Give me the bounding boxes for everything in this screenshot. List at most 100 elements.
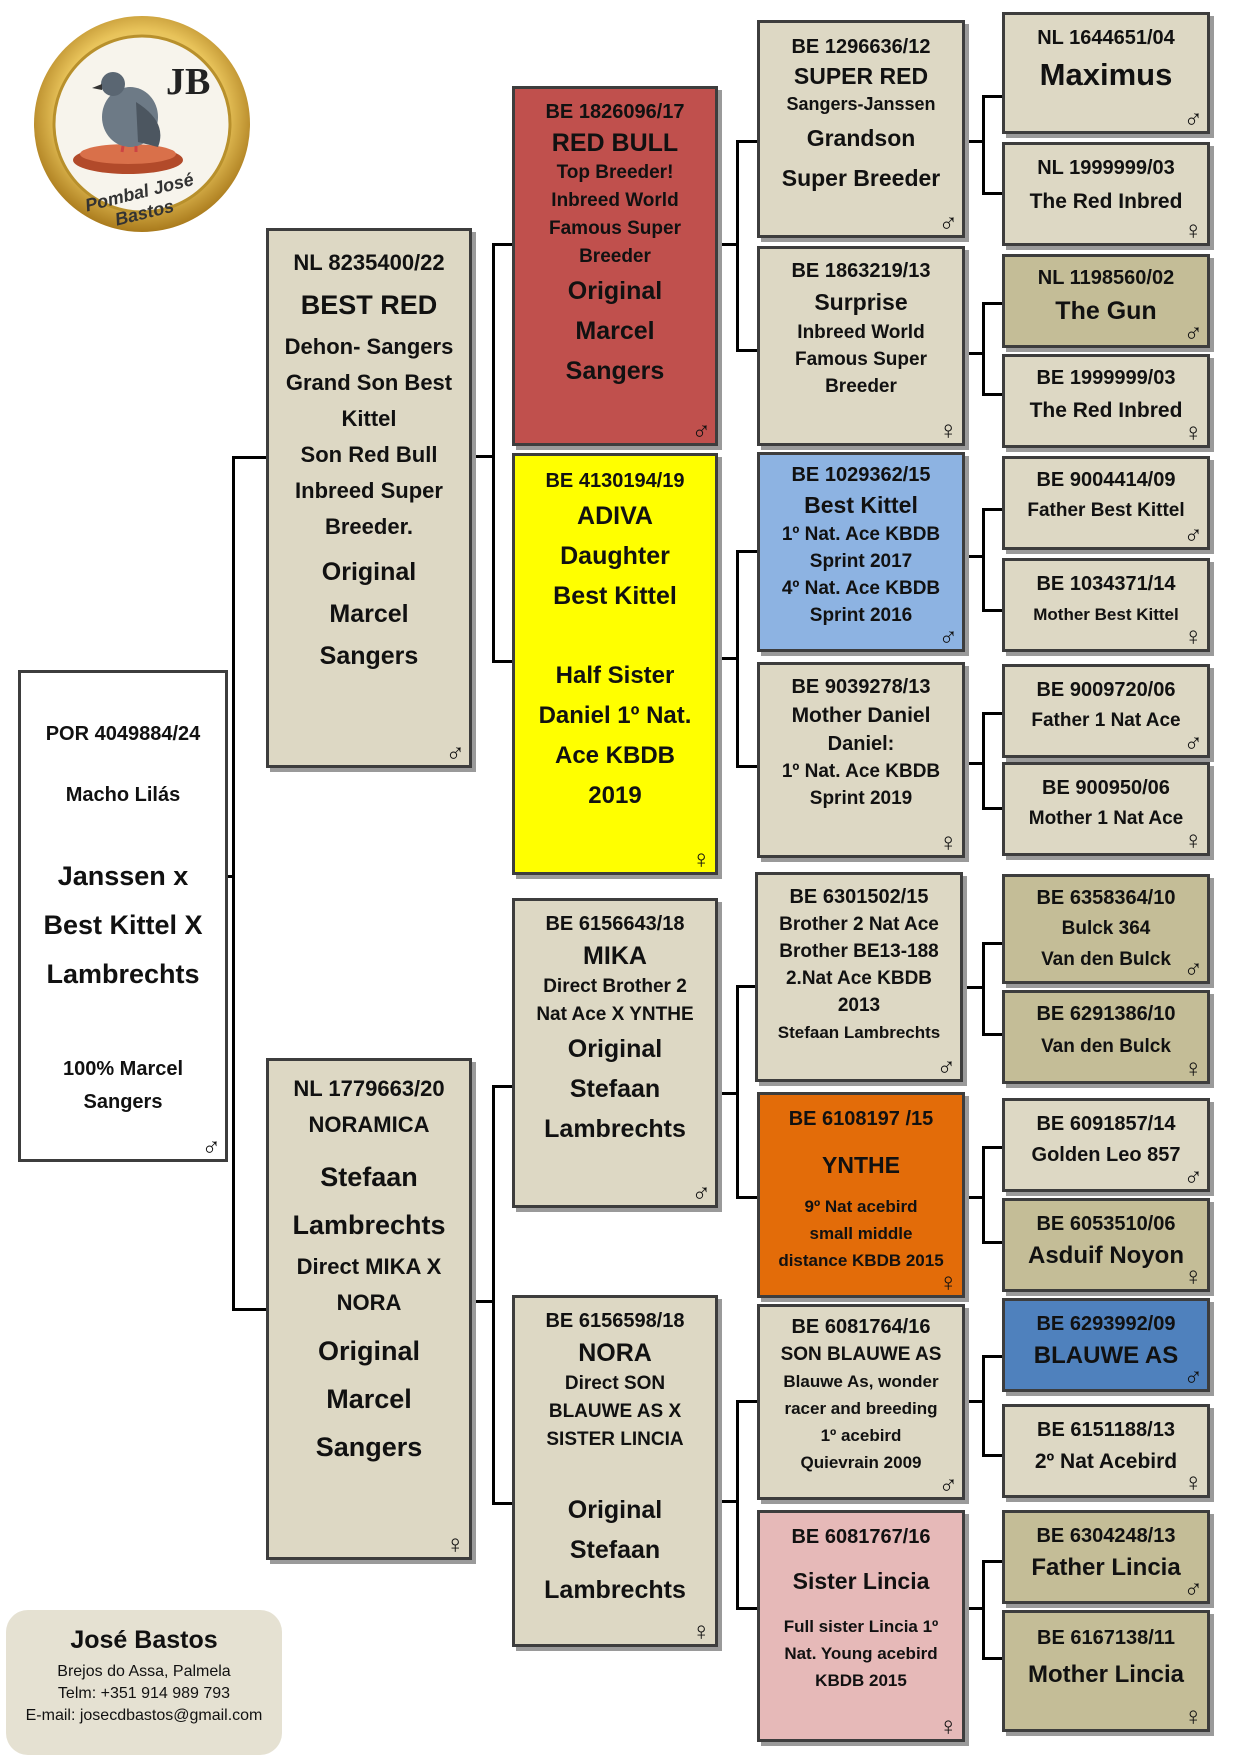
ggp-line: 1º Nat. Ace KBDB bbox=[781, 524, 941, 545]
ggp-card[interactable]: BE 9039278/13 Mother Daniel Daniel: 1º N… bbox=[757, 662, 965, 858]
ggp-line: Breeder bbox=[825, 376, 897, 397]
ggp-name: YNTHE bbox=[822, 1152, 900, 1178]
ggp-card-ynthe[interactable]: BE 6108197 /15 YNTHE 9º Nat acebird smal… bbox=[757, 1092, 965, 1298]
ggp-line: Blauwe As, wonder bbox=[783, 1372, 939, 1391]
g4-card[interactable]: BE 9004414/09 Father Best Kittel ♂ bbox=[1002, 456, 1210, 550]
g4-name: Mother 1 Nat Ace bbox=[1028, 808, 1184, 829]
ggp-line: Brother BE13-188 bbox=[779, 941, 939, 962]
female-icon: ♀ bbox=[1183, 1053, 1204, 1083]
ggp-card[interactable]: BE 1296636/12 SUPER RED Sangers-Janssen … bbox=[757, 20, 965, 238]
sire-original: Original bbox=[321, 558, 417, 586]
ggp-card-best-kittel[interactable]: BE 1029362/15 Best Kittel 1º Nat. Ace KB… bbox=[757, 452, 965, 652]
gp-card-red-bull[interactable]: BE 1826096/17 RED BULL Top Breeder! Inbr… bbox=[512, 86, 718, 446]
g4-card[interactable]: BE 6151188/13 2º Nat Acebird ♀ bbox=[1002, 1404, 1210, 1498]
g4-ring: BE 6167138/11 bbox=[1037, 1627, 1175, 1649]
g4-card[interactable]: NL 1999999/03 The Red Inbred ♀ bbox=[1002, 142, 1210, 246]
dam-line: NORA bbox=[336, 1290, 402, 1315]
female-icon: ♀ bbox=[445, 1529, 466, 1559]
g4-card[interactable]: BE 6091857/14 Golden Leo 857 ♂ bbox=[1002, 1098, 1210, 1192]
g4-card[interactable]: BE 6053510/06 Asduif Noyon ♀ bbox=[1002, 1198, 1210, 1292]
g4-ring: BE 6293992/09 bbox=[1036, 1313, 1176, 1335]
g4-card[interactable]: BE 6167138/11 Mother Lincia ♀ bbox=[1002, 1610, 1210, 1732]
g4-card[interactable]: BE 1999999/03 The Red Inbred ♀ bbox=[1002, 354, 1210, 448]
subject-name: Macho Lilás bbox=[65, 784, 181, 806]
ggp-line: 4º Nat. Ace KBDB bbox=[781, 578, 941, 599]
ggp-line: Sprint 2017 bbox=[809, 551, 913, 572]
ggp-line: Inbreed World bbox=[797, 322, 925, 343]
female-icon: ♀ bbox=[1183, 1261, 1204, 1291]
ggp-card[interactable]: BE 6081764/16 SON BLAUWE AS Blauwe As, w… bbox=[757, 1304, 965, 1500]
ggp-ring: BE 1029362/15 bbox=[791, 464, 931, 486]
ggp-ring: BE 1296636/12 bbox=[791, 36, 931, 58]
g4-card[interactable]: BE 6291386/10 Van den Bulck ♀ bbox=[1002, 990, 1210, 1084]
g4-extra: Van den Bulck bbox=[1041, 949, 1171, 970]
ggp-ring: BE 6081767/16 bbox=[791, 1526, 931, 1548]
g4-card[interactable]: BE 6358364/10 Bulck 364 Van den Bulck ♂ bbox=[1002, 874, 1210, 984]
ggp-line: racer and breeding bbox=[784, 1399, 938, 1418]
male-icon: ♂ bbox=[938, 1469, 959, 1499]
gp-line: Nat Ace X YNTHE bbox=[536, 1004, 694, 1025]
female-icon: ♀ bbox=[1183, 621, 1204, 651]
ggp-card[interactable]: BE 1863219/13 Surprise Inbreed World Fam… bbox=[757, 246, 965, 446]
g4-ring: NL 1198560/02 bbox=[1037, 267, 1175, 289]
dam-big: Stefaan bbox=[320, 1162, 418, 1192]
ggp-card[interactable]: BE 6301502/15 Brother 2 Nat Ace Brother … bbox=[755, 872, 963, 1082]
gp-name: ADIVA bbox=[577, 502, 653, 530]
female-icon: ♀ bbox=[1183, 215, 1204, 245]
subject-card[interactable]: POR 4049884/24 Macho Lilás Janssen x Bes… bbox=[18, 670, 228, 1162]
ggp-ring: BE 6081764/16 bbox=[791, 1316, 931, 1338]
dam-line: Direct MIKA X bbox=[296, 1254, 442, 1279]
gp-original: Original bbox=[567, 1035, 663, 1063]
gp-card-adiva[interactable]: BE 4130194/19 ADIVA Daughter Best Kittel… bbox=[512, 453, 718, 875]
gp-name: RED BULL bbox=[551, 129, 679, 157]
g4-ring: BE 6151188/13 bbox=[1037, 1419, 1175, 1441]
gp-half: 2019 bbox=[588, 782, 642, 809]
gp-big: Daughter bbox=[560, 542, 670, 570]
g4-name: The Red Inbred bbox=[1029, 399, 1183, 422]
ggp-line: Sprint 2019 bbox=[809, 788, 913, 809]
female-icon: ♀ bbox=[938, 827, 959, 857]
g4-ring: BE 9009720/06 bbox=[1036, 679, 1176, 701]
ggp-name: Best Kittel bbox=[804, 492, 918, 518]
g4-ring: BE 900950/06 bbox=[1042, 777, 1170, 799]
g4-card[interactable]: BE 6304248/13 Father Lincia ♂ bbox=[1002, 1510, 1210, 1604]
ggp-line: small middle bbox=[809, 1224, 913, 1243]
g4-card[interactable]: BE 9009720/06 Father 1 Nat Ace ♂ bbox=[1002, 664, 1210, 758]
female-icon: ♀ bbox=[1183, 1701, 1204, 1731]
female-icon: ♀ bbox=[938, 415, 959, 445]
g4-card[interactable]: NL 1198560/02 The Gun ♂ bbox=[1002, 254, 1210, 348]
g4-card-blauwe-as[interactable]: BE 6293992/09 BLAUWE AS ♂ bbox=[1002, 1298, 1210, 1392]
g4-card[interactable]: NL 1644651/04 Maximus ♂ bbox=[1002, 12, 1210, 134]
gp-ring: BE 6156598/18 bbox=[545, 1310, 685, 1332]
gp-line: Inbreed World bbox=[551, 190, 679, 211]
gp-line: Direct SON bbox=[564, 1373, 666, 1394]
sire-original: Sangers bbox=[319, 642, 419, 670]
subject-line1: Janssen x bbox=[57, 861, 189, 891]
ggp-card-sister-lincia[interactable]: BE 6081767/16 Sister Lincia Full sister … bbox=[757, 1510, 965, 1742]
gp-half: Daniel 1º Nat. bbox=[538, 702, 692, 729]
gp-line: Top Breeder! bbox=[556, 162, 674, 183]
gp-original: Stefaan bbox=[569, 1536, 661, 1564]
g4-name: Mother Best Kittel bbox=[1033, 605, 1179, 624]
ggp-line: 1º acebird bbox=[820, 1426, 902, 1445]
gp-card-mika[interactable]: BE 6156643/18 MIKA Direct Brother 2 Nat … bbox=[512, 898, 718, 1208]
ggp-name: SUPER RED bbox=[793, 63, 929, 89]
gp-line: Direct Brother 2 bbox=[543, 976, 687, 997]
g4-ring: BE 6053510/06 bbox=[1036, 1213, 1176, 1235]
g4-card[interactable]: BE 1034371/14 Mother Best Kittel ♀ bbox=[1002, 558, 1210, 652]
gp-card-nora[interactable]: BE 6156598/18 NORA Direct SON BLAUWE AS … bbox=[512, 1295, 718, 1647]
dam-original: Original bbox=[317, 1336, 420, 1366]
sire-card[interactable]: NL 8235400/22 BEST RED Dehon- Sangers Gr… bbox=[266, 228, 472, 768]
female-icon: ♀ bbox=[691, 844, 712, 874]
g4-card[interactable]: BE 900950/06 Mother 1 Nat Ace ♀ bbox=[1002, 762, 1210, 856]
ggp-line: Famous Super bbox=[795, 349, 927, 370]
ggp-ring: BE 6301502/15 bbox=[789, 886, 929, 908]
ggp-ring: BE 9039278/13 bbox=[791, 676, 931, 698]
male-icon: ♂ bbox=[1183, 1361, 1204, 1391]
g4-name: Maximus bbox=[1039, 57, 1173, 92]
female-icon: ♀ bbox=[691, 1616, 712, 1646]
dam-card[interactable]: NL 1779663/20 NORAMICA Stefaan Lambrecht… bbox=[266, 1058, 472, 1560]
male-icon: ♂ bbox=[1183, 953, 1204, 983]
ggp-line: 1º Nat. Ace KBDB bbox=[781, 761, 941, 782]
contact-email[interactable]: E-mail: josecdbastos@gmail.com bbox=[25, 1707, 263, 1724]
